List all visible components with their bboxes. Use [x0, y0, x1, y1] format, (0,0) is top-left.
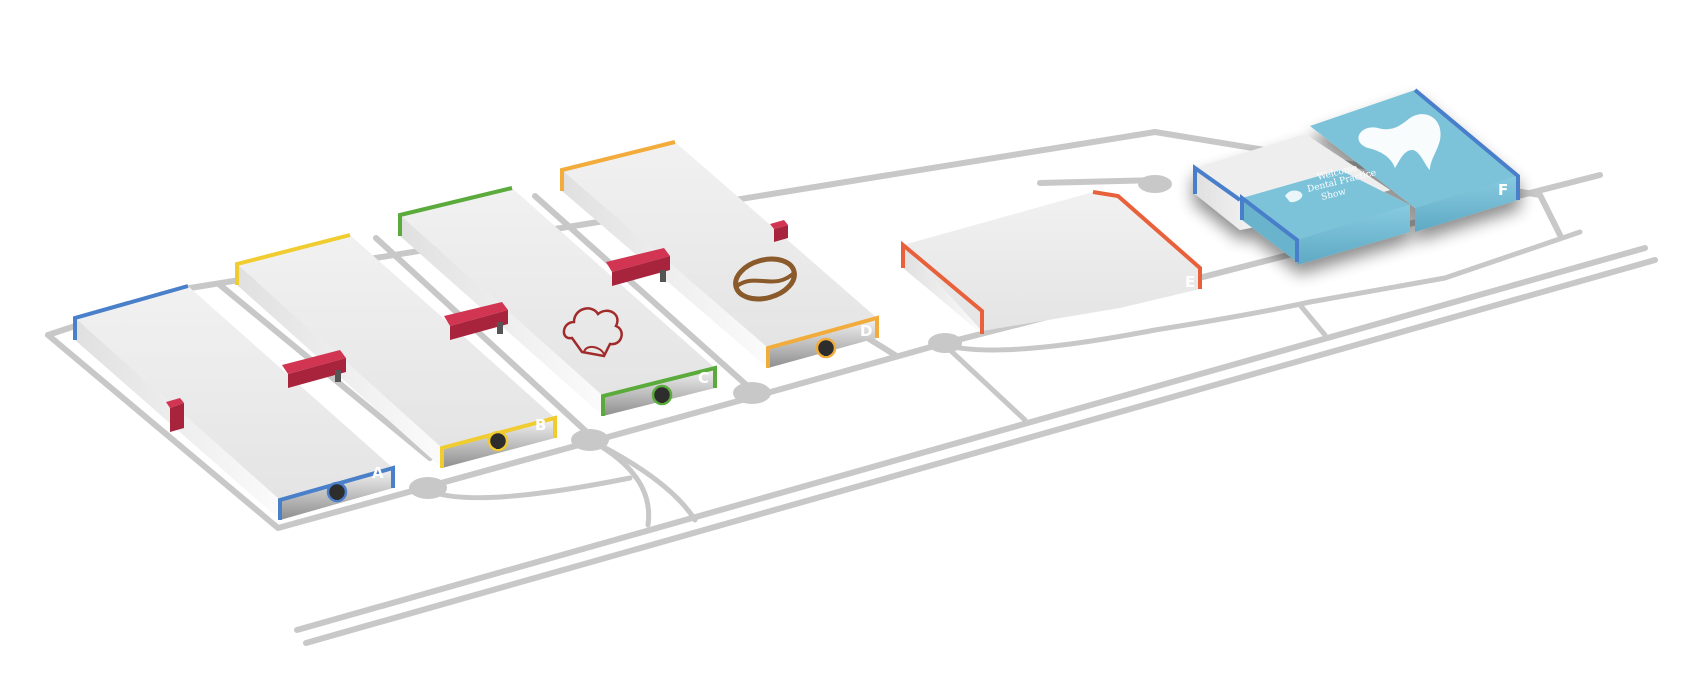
- hall-c-letter: C: [698, 369, 709, 387]
- hall-d-letter: D: [860, 322, 872, 340]
- hall-b-back-edge: [235, 233, 351, 285]
- road-link-f: [1037, 177, 1161, 186]
- hall-a-letter: A: [372, 464, 384, 482]
- hall-e[interactable]: E: [901, 190, 1202, 334]
- highway-lane-upper: [294, 245, 1648, 633]
- hall-f[interactable]: Welcome Dental Practice Show F: [1193, 88, 1520, 265]
- hall-f-front-roof: [1242, 170, 1410, 240]
- bridge-stub-a: [166, 398, 184, 432]
- hall-d-front-edge: [766, 315, 879, 368]
- hall-c-back-edge: [398, 186, 513, 236]
- hall-c-front-edge: [601, 365, 717, 416]
- bridge-b-c: [444, 302, 508, 340]
- roundabout-b: [571, 429, 609, 451]
- hall-e-side: [903, 245, 982, 334]
- bridge-c-d: [606, 248, 670, 286]
- hall-e-roof: [903, 192, 1200, 331]
- hall-f-main-front: [1415, 176, 1518, 232]
- hall-a-back-edge: [73, 284, 189, 340]
- hall-a-roof: [75, 286, 393, 500]
- roundabout-e: [928, 333, 962, 353]
- highway-lane-lower: [303, 257, 1658, 646]
- hall-d-entrance-icon: [815, 337, 837, 359]
- tooth-icon: [1358, 114, 1441, 170]
- hall-c-roof: [400, 188, 715, 396]
- hall-f-front-edge: [1240, 193, 1299, 262]
- road-e-to-highway: [947, 347, 1028, 423]
- connector-bridges: [166, 220, 788, 432]
- hall-d-back-edge: [560, 140, 676, 191]
- hall-c-entrance-icon: [651, 384, 673, 406]
- hall-f-annex-edge: [1193, 164, 1242, 202]
- roundabout-f: [1138, 175, 1172, 193]
- hall-f-front-side: [1242, 198, 1297, 262]
- hall-d-roof: [562, 142, 877, 348]
- hall-b-roof: [237, 235, 555, 448]
- hall-f-letter: F: [1498, 181, 1508, 199]
- road-aisle-3: [532, 193, 755, 393]
- road-f-to-highway: [1297, 302, 1328, 338]
- chef-hat-icon: [562, 307, 623, 358]
- hall-f-front-face: [1297, 205, 1410, 265]
- bridge-a-b: [282, 350, 346, 388]
- hall-a-entrance-icon: [326, 481, 348, 503]
- coffee-bean-icon: [733, 256, 797, 302]
- hall-b-letter: B: [535, 416, 546, 434]
- hall-e-right-edge: [1092, 190, 1202, 289]
- roundabout-c: [733, 382, 771, 404]
- hall-b-entrance-icon: [487, 430, 509, 452]
- roads: [45, 129, 1658, 646]
- hall-e-left-edge: [901, 240, 984, 334]
- hall-f-main-edge: [1413, 88, 1520, 200]
- bridge-stub-d: [770, 220, 788, 242]
- road-aisle-2: [373, 235, 593, 438]
- roundabout-a: [409, 477, 447, 499]
- road-east-lower: [1307, 229, 1583, 305]
- sign-tooth-icon: [1285, 190, 1303, 203]
- road-curve-e: [942, 299, 1313, 353]
- hall-e-letter: E: [1185, 273, 1195, 291]
